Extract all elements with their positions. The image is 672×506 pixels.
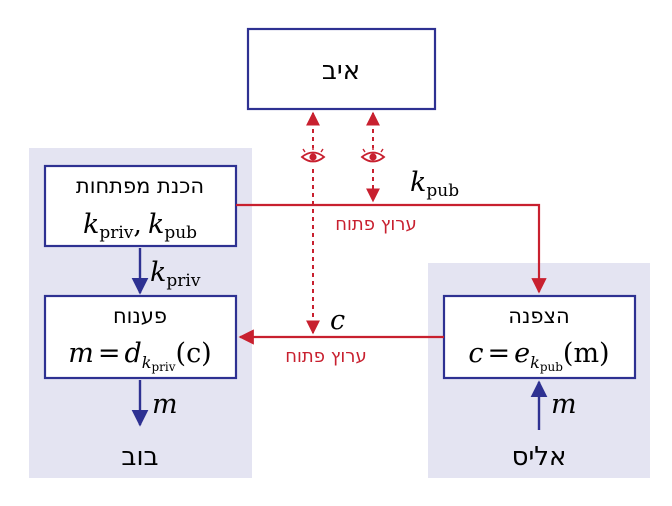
open-channel-bottom-label: ערוץ פתוח: [285, 346, 367, 367]
c-label: c: [330, 305, 345, 336]
alice-name: אליס: [512, 442, 567, 472]
bob-m-label: m: [152, 389, 178, 420]
eye-icon: [360, 147, 386, 166]
kpub-label: kpub: [410, 167, 459, 201]
encrypt-formula: c=ekpub(m): [468, 338, 609, 374]
alice-m-label: m: [551, 389, 577, 420]
decrypt-formula: m=dkpriv(c): [68, 338, 211, 374]
encrypt-box: הצפנה c=ekpub(m): [442, 294, 637, 380]
open-channel-top-label: ערוץ פתוח: [335, 214, 417, 235]
keygen-box: הכנת מפתחות kpriv,kpub: [43, 164, 238, 248]
decrypt-box: פענוח m=dkpriv(c): [43, 294, 238, 380]
eve-box: איב: [246, 27, 437, 111]
kpriv-label: kpriv: [150, 257, 201, 291]
bob-name: בוב: [121, 442, 158, 472]
eve-title: איב: [322, 56, 360, 86]
keygen-title: הכנת מפתחות: [76, 174, 204, 198]
encrypt-title: הצפנה: [508, 304, 569, 328]
decrypt-title: פענוח: [113, 304, 167, 328]
kpub-channel-arrow: [236, 203, 547, 294]
keygen-keys: kpriv,kpub: [83, 209, 197, 243]
eye-icon: [300, 147, 326, 166]
